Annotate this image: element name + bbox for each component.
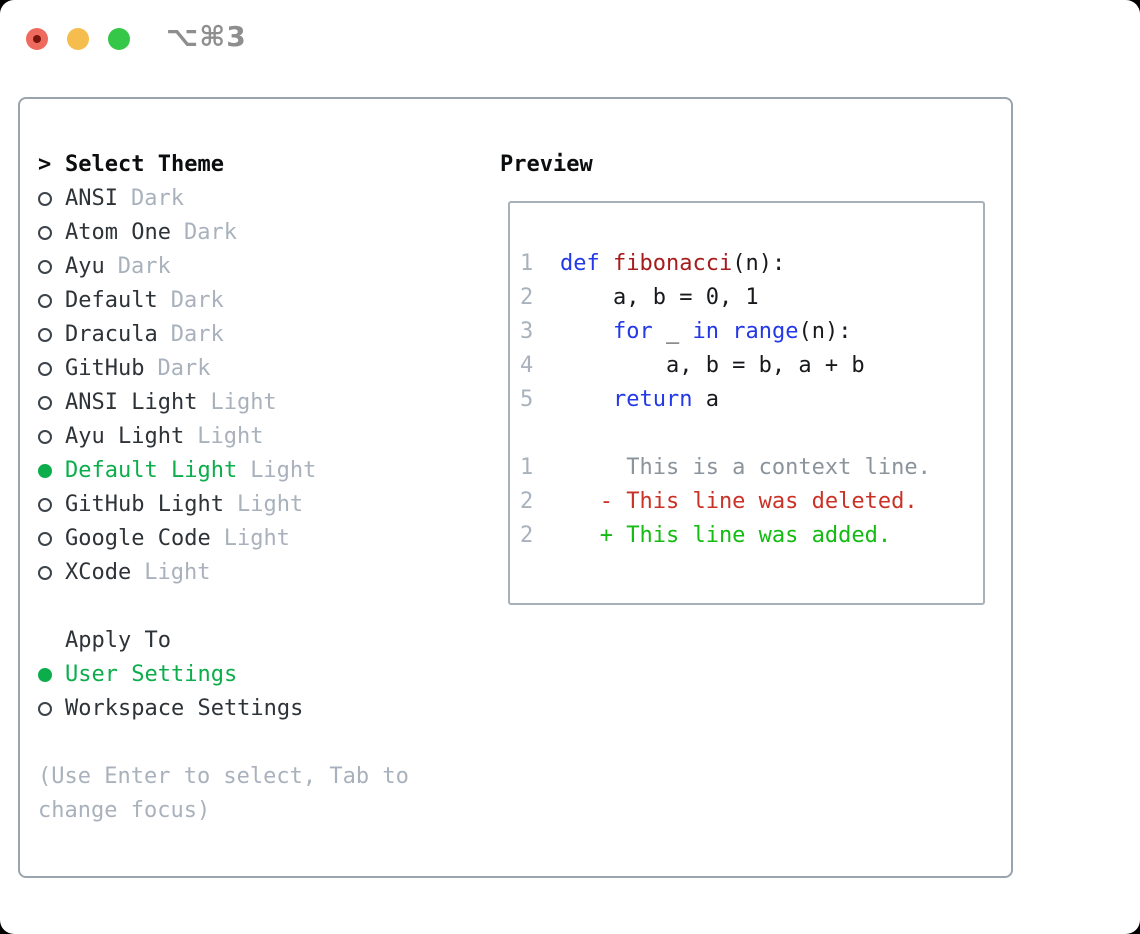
apply-option-user-settings[interactable]: User Settings <box>38 658 498 692</box>
option-label: User Settings <box>65 662 238 687</box>
theme-option-dracula-dark[interactable]: Dracula Dark <box>38 318 498 352</box>
radio-icon <box>38 362 65 376</box>
theme-option-ansi-dark[interactable]: ANSI Dark <box>38 182 498 216</box>
code-line: 5 return a <box>520 383 983 417</box>
theme-name: XCode <box>65 560 132 585</box>
theme-name: Atom One <box>65 220 171 245</box>
code-line: 4 a, b = b, a + b <box>520 349 983 383</box>
radio-selected-icon <box>38 464 65 478</box>
theme-option-ansi-light[interactable]: ANSI Light Light <box>38 386 498 420</box>
theme-option-ayu-light[interactable]: Ayu Light Light <box>38 420 498 454</box>
diff-context-line: 1 This is a context line. <box>520 451 983 485</box>
theme-name: ANSI <box>65 186 118 211</box>
minimize-button[interactable] <box>67 28 89 50</box>
line-number: 2 <box>520 523 534 548</box>
theme-variant: Light <box>210 390 277 415</box>
theme-variant: Dark <box>117 254 171 279</box>
diff-added-line: 2 + This line was added. <box>520 519 983 553</box>
section-title: Select Theme <box>65 152 224 177</box>
line-number: 4 <box>520 353 534 378</box>
cursor-chevron-icon: > <box>38 152 52 177</box>
line-number: 1 <box>520 455 534 480</box>
section-title: Apply To <box>65 628 171 653</box>
code-line: 3 for _ in range(n): <box>520 315 983 349</box>
radio-icon <box>38 294 65 308</box>
diff-deleted-line: 2 - This line was deleted. <box>520 485 983 519</box>
radio-icon <box>38 260 65 274</box>
line-number: 2 <box>520 285 534 310</box>
close-button[interactable] <box>26 28 48 50</box>
preview-title: Preview <box>500 152 593 177</box>
radio-selected-icon <box>38 668 65 682</box>
theme-variant: Light <box>236 492 304 517</box>
hint-text-line2: change focus) <box>38 798 211 823</box>
code-line: 2 a, b = 0, 1 <box>520 281 983 315</box>
theme-name: GitHub <box>65 356 145 381</box>
theme-variant: Light <box>250 458 317 483</box>
theme-variant: Dark <box>170 288 224 313</box>
radio-icon <box>38 566 65 580</box>
radio-icon <box>38 192 65 206</box>
theme-option-xcode[interactable]: XCode Light <box>38 556 498 590</box>
line-number: 1 <box>520 251 534 276</box>
theme-picker-panel: > Select Theme ANSI Dark Atom One Dark A… <box>18 97 1013 878</box>
line-number: 3 <box>520 319 534 344</box>
theme-option-google-code[interactable]: Google Code Light <box>38 522 498 556</box>
theme-name: Default Light <box>65 458 238 483</box>
radio-icon <box>38 226 65 240</box>
theme-name: Google Code <box>65 526 211 551</box>
hint-text-line1: (Use Enter to select, Tab to <box>38 764 409 789</box>
line-number: 5 <box>520 387 534 412</box>
theme-option-github-light[interactable]: GitHub Light Light <box>38 488 498 522</box>
radio-icon <box>38 396 65 410</box>
apply-to-header: Apply To <box>38 624 498 658</box>
theme-variant: Light <box>223 526 290 551</box>
theme-name: Ayu <box>65 254 105 279</box>
theme-name: Ayu Light <box>65 424 185 449</box>
radio-icon <box>38 498 65 512</box>
radio-icon <box>38 532 65 546</box>
theme-option-default-light[interactable]: Default Light Light <box>38 454 498 488</box>
theme-variant: Light <box>144 560 211 585</box>
select-theme-header: > Select Theme <box>38 148 498 182</box>
theme-variant: Dark <box>130 186 184 211</box>
theme-name: ANSI Light <box>65 390 198 415</box>
blank-line <box>520 417 983 451</box>
option-label: Workspace Settings <box>65 696 304 721</box>
theme-variant: Dark <box>157 356 211 381</box>
line-number: 2 <box>520 489 534 514</box>
theme-variant: Light <box>197 424 264 449</box>
theme-variant: Dark <box>170 322 224 347</box>
theme-option-github-dark[interactable]: GitHub Dark <box>38 352 498 386</box>
theme-option-ayu-dark[interactable]: Ayu Dark <box>38 250 498 284</box>
theme-name: Default <box>65 288 158 313</box>
theme-variant: Dark <box>183 220 237 245</box>
radio-icon <box>38 430 65 444</box>
recording-dot-icon <box>33 35 41 43</box>
theme-list: > Select Theme ANSI Dark Atom One Dark A… <box>38 148 498 828</box>
traffic-lights <box>26 28 130 50</box>
theme-name: Dracula <box>65 322 158 347</box>
zoom-button[interactable] <box>108 28 130 50</box>
radio-icon <box>38 328 65 342</box>
apply-option-workspace-settings[interactable]: Workspace Settings <box>38 692 498 726</box>
radio-icon <box>38 702 65 716</box>
keyboard-shortcut-label: ⌥⌘3 <box>166 20 247 53</box>
theme-option-default-dark[interactable]: Default Dark <box>38 284 498 318</box>
theme-option-atom-one-dark[interactable]: Atom One Dark <box>38 216 498 250</box>
theme-name: GitHub Light <box>65 492 224 517</box>
